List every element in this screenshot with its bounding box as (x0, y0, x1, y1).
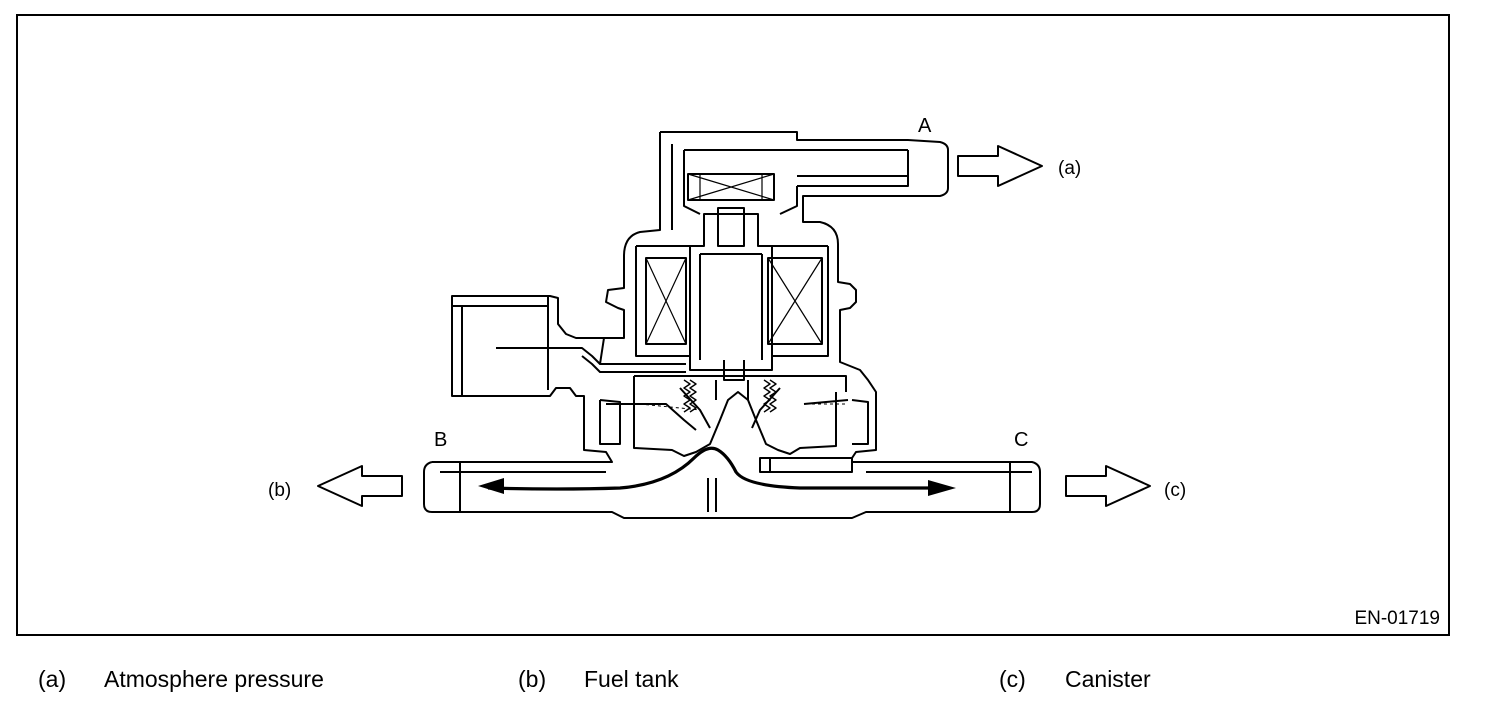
legend-key: (a) (38, 666, 67, 692)
valve-housing-outline (660, 131, 949, 463)
figure-frame: EN-01719 (16, 14, 1450, 636)
bottom-tube (423, 461, 1041, 519)
right-coil (767, 257, 823, 345)
springs (683, 379, 777, 413)
arrow-c-label: (c) (1164, 480, 1186, 501)
flow-line-left (487, 446, 940, 491)
port-a-label: A (918, 115, 932, 137)
arrow-c (1065, 465, 1151, 507)
figure-id: EN-01719 (1354, 608, 1440, 629)
flow-arrowhead-right (928, 480, 956, 496)
port-c-label: C (1014, 429, 1028, 451)
connector (452, 296, 686, 396)
housing-left-outline (432, 132, 661, 463)
flow-arrowhead-left (478, 478, 504, 494)
diaphragm-assembly (599, 360, 869, 457)
legend-key: (b) (518, 666, 547, 692)
legend-text: Atmosphere pressure (104, 666, 324, 692)
legend-text: Canister (1065, 666, 1151, 692)
legend-key: (c) (999, 666, 1026, 692)
arrow-b-label: (b) (268, 480, 291, 501)
port-a-inner (671, 144, 909, 230)
port-b-label: B (434, 429, 447, 451)
legend-text: Fuel tank (584, 666, 679, 692)
left-coil (645, 257, 687, 345)
arrow-a (957, 145, 1043, 187)
arrow-a-label: (a) (1058, 158, 1081, 179)
plunger (689, 207, 773, 371)
top-coil (687, 173, 775, 201)
arrow-b (317, 465, 403, 507)
